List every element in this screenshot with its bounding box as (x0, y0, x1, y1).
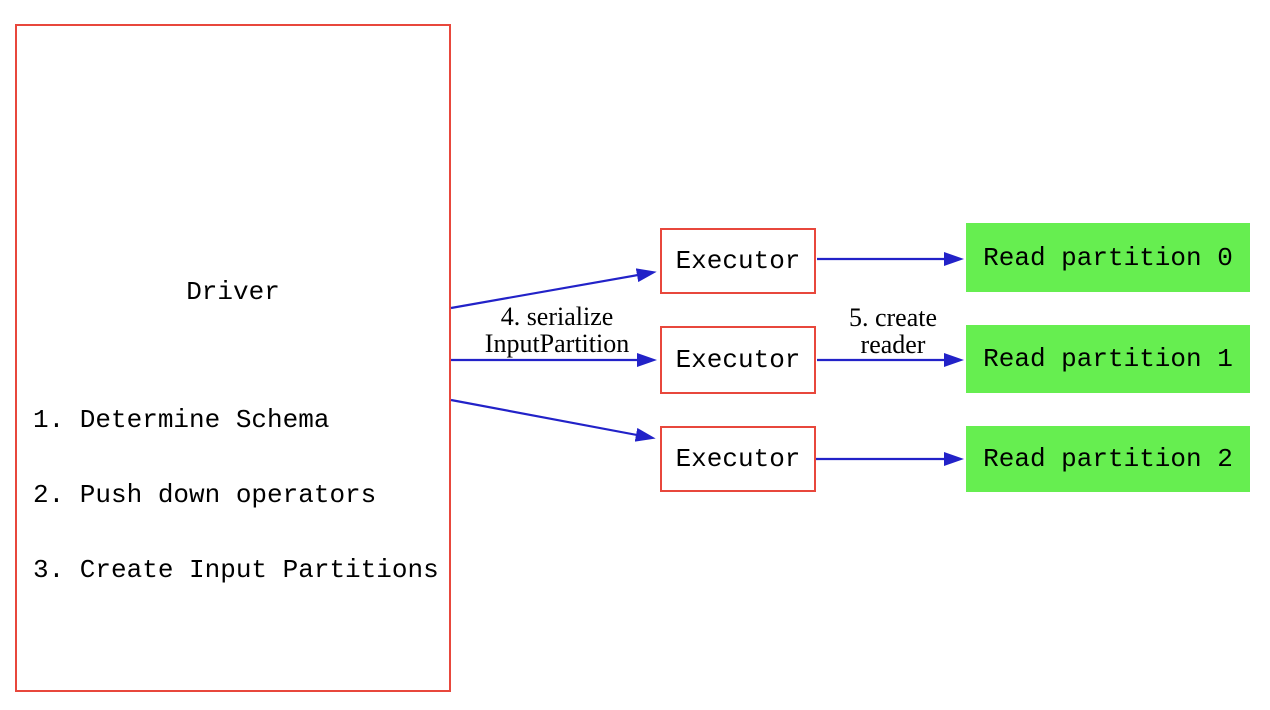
executor-box-1: Executor (660, 326, 816, 394)
executor-box-0: Executor (660, 228, 816, 294)
create-reader-label: 5. create reader (793, 304, 993, 358)
serialize-label-line1: 4. serialize (500, 302, 614, 331)
create-reader-label-line2: reader (860, 330, 926, 359)
executor-label-2: Executor (675, 444, 801, 474)
driver-title: Driver (186, 277, 280, 307)
create-reader-label-line1: 5. create (848, 303, 938, 332)
executor-label-0: Executor (675, 246, 801, 276)
read-partition-box-2: Read partition 2 (966, 426, 1250, 492)
executor-box-2: Executor (660, 426, 816, 492)
serialize-label-line2: InputPartition (484, 329, 630, 358)
read-partition-label-2: Read partition 2 (983, 444, 1233, 474)
driver-step-2: 2. Push down operators (33, 480, 377, 510)
driver-step-3: 3. Create Input Partitions (33, 555, 439, 585)
serialize-inputpartition-label: 4. serialize InputPartition (407, 303, 707, 357)
read-partition-label-0: Read partition 0 (983, 242, 1233, 273)
read-partition-box-0: Read partition 0 (966, 223, 1250, 292)
read-partition-label-1: Read partition 1 (983, 344, 1233, 374)
arrow-driver-to-executor-2 (450, 398, 656, 442)
driver-step-list: 1. Determine Schema 2. Push down operato… (33, 358, 439, 633)
driver-step-1: 1. Determine Schema (33, 405, 330, 435)
executor-label-1: Executor (675, 345, 801, 375)
driver-box: Driver 1. Determine Schema 2. Push down … (15, 24, 451, 692)
read-partition-box-1: Read partition 1 (966, 325, 1250, 393)
